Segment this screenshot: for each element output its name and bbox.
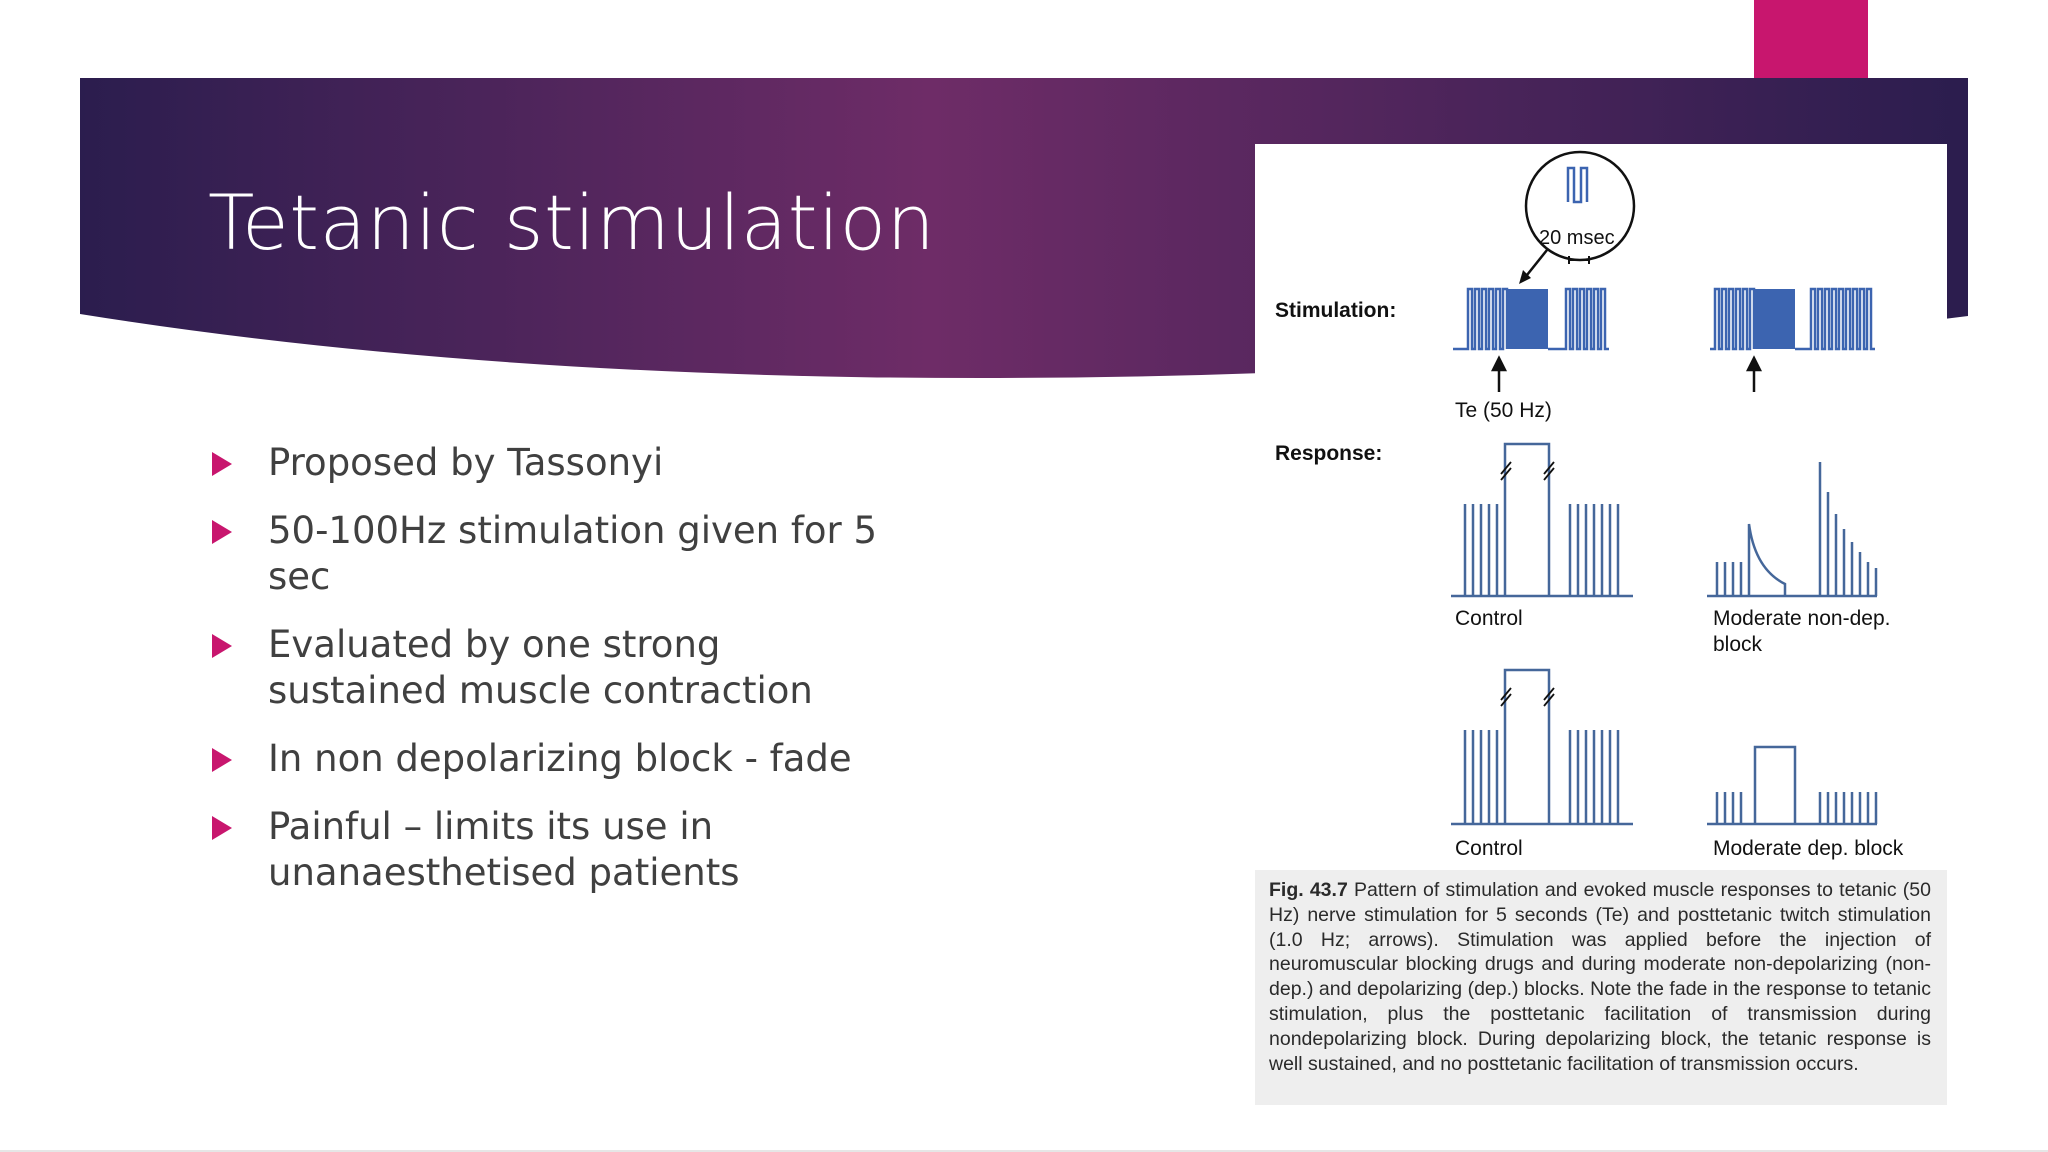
- panel-label-control-bottom: Control: [1455, 837, 1523, 860]
- stimulation-label: Stimulation:: [1275, 299, 1396, 322]
- bullet-arrow-icon: [212, 452, 232, 476]
- response-dep: [1707, 745, 1878, 826]
- bullet-text: 50-100Hz stimulation given for 5 sec: [268, 509, 878, 598]
- bullet-item: Evaluated by one strong sustained muscle…: [208, 622, 908, 714]
- panel-label-nondep-line1: Moderate non-dep.: [1713, 607, 1890, 630]
- bullet-item: In non depolarizing block - fade: [208, 736, 908, 782]
- caption-lead: Fig. 43.7: [1269, 879, 1348, 901]
- bullet-text: Proposed by Tassonyi: [268, 441, 664, 484]
- panel-label-nondep-line2: block: [1713, 633, 1763, 656]
- bottom-rule: [0, 1150, 2048, 1152]
- inset-label: 20 msec: [1539, 227, 1615, 249]
- bullet-arrow-icon: [212, 816, 232, 840]
- bullet-arrow-icon: [212, 634, 232, 658]
- response-label: Response:: [1275, 442, 1382, 465]
- bullet-text: Painful – limits its use in unanaestheti…: [268, 805, 740, 894]
- bullet-arrow-icon: [212, 520, 232, 544]
- bullet-item: Proposed by Tassonyi: [208, 440, 908, 486]
- panel-label-control-top: Control: [1455, 607, 1523, 630]
- stimulation-train-right: [1710, 287, 1875, 351]
- bullet-text: Evaluated by one strong sustained muscle…: [268, 623, 813, 712]
- figure-caption: Fig. 43.7 Pattern of stimulation and evo…: [1255, 870, 1947, 1105]
- bullet-list: Proposed by Tassonyi 50-100Hz stimulatio…: [208, 440, 908, 918]
- te-label: Te (50 Hz): [1455, 399, 1552, 422]
- figure-diagram: Stimulation: Response: Te (50 Hz) Contro…: [1275, 150, 1904, 860]
- panel-label-dep: Moderate dep. block: [1713, 837, 1904, 860]
- slide-title: Tetanic stimulation: [208, 178, 936, 267]
- bullet-text: In non depolarizing block - fade: [268, 737, 852, 780]
- response-control-top: [1451, 442, 1633, 598]
- inset-magnifier: 20 msec: [1519, 150, 1636, 284]
- bullet-item: 50-100Hz stimulation given for 5 sec: [208, 508, 908, 600]
- caption-body: Pattern of stimulation and evoked muscle…: [1269, 879, 1931, 1075]
- response-nondep: [1707, 462, 1878, 598]
- response-control-bottom: [1451, 668, 1633, 826]
- bullet-item: Painful – limits its use in unanaestheti…: [208, 804, 908, 896]
- figure-image: Stimulation: Response: Te (50 Hz) Contro…: [1255, 144, 1947, 1105]
- bullet-arrow-icon: [212, 748, 232, 772]
- twitch-arrows: [1490, 355, 1763, 392]
- stimulation-train-left: [1453, 287, 1609, 351]
